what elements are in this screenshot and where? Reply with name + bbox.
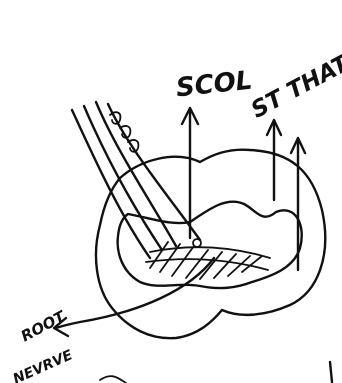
- dorsal-root-fibers: [72, 102, 200, 258]
- bottom-stroke: [100, 376, 126, 383]
- label-root-top: ROOT: [18, 306, 70, 345]
- bottom-tick-mark: [330, 362, 332, 382]
- hatched-region: [146, 242, 270, 279]
- label-root-bottom: NEVRVE: [11, 347, 76, 383]
- ventral-root-fiber: [56, 258, 214, 328]
- label-scol: SCOL: [175, 66, 254, 104]
- grey-matter-outline: [118, 202, 302, 288]
- st-that-arrow-2: [291, 138, 305, 270]
- label-st-that: ST THAT: [247, 50, 342, 124]
- st-that-arrow-1: [267, 120, 281, 200]
